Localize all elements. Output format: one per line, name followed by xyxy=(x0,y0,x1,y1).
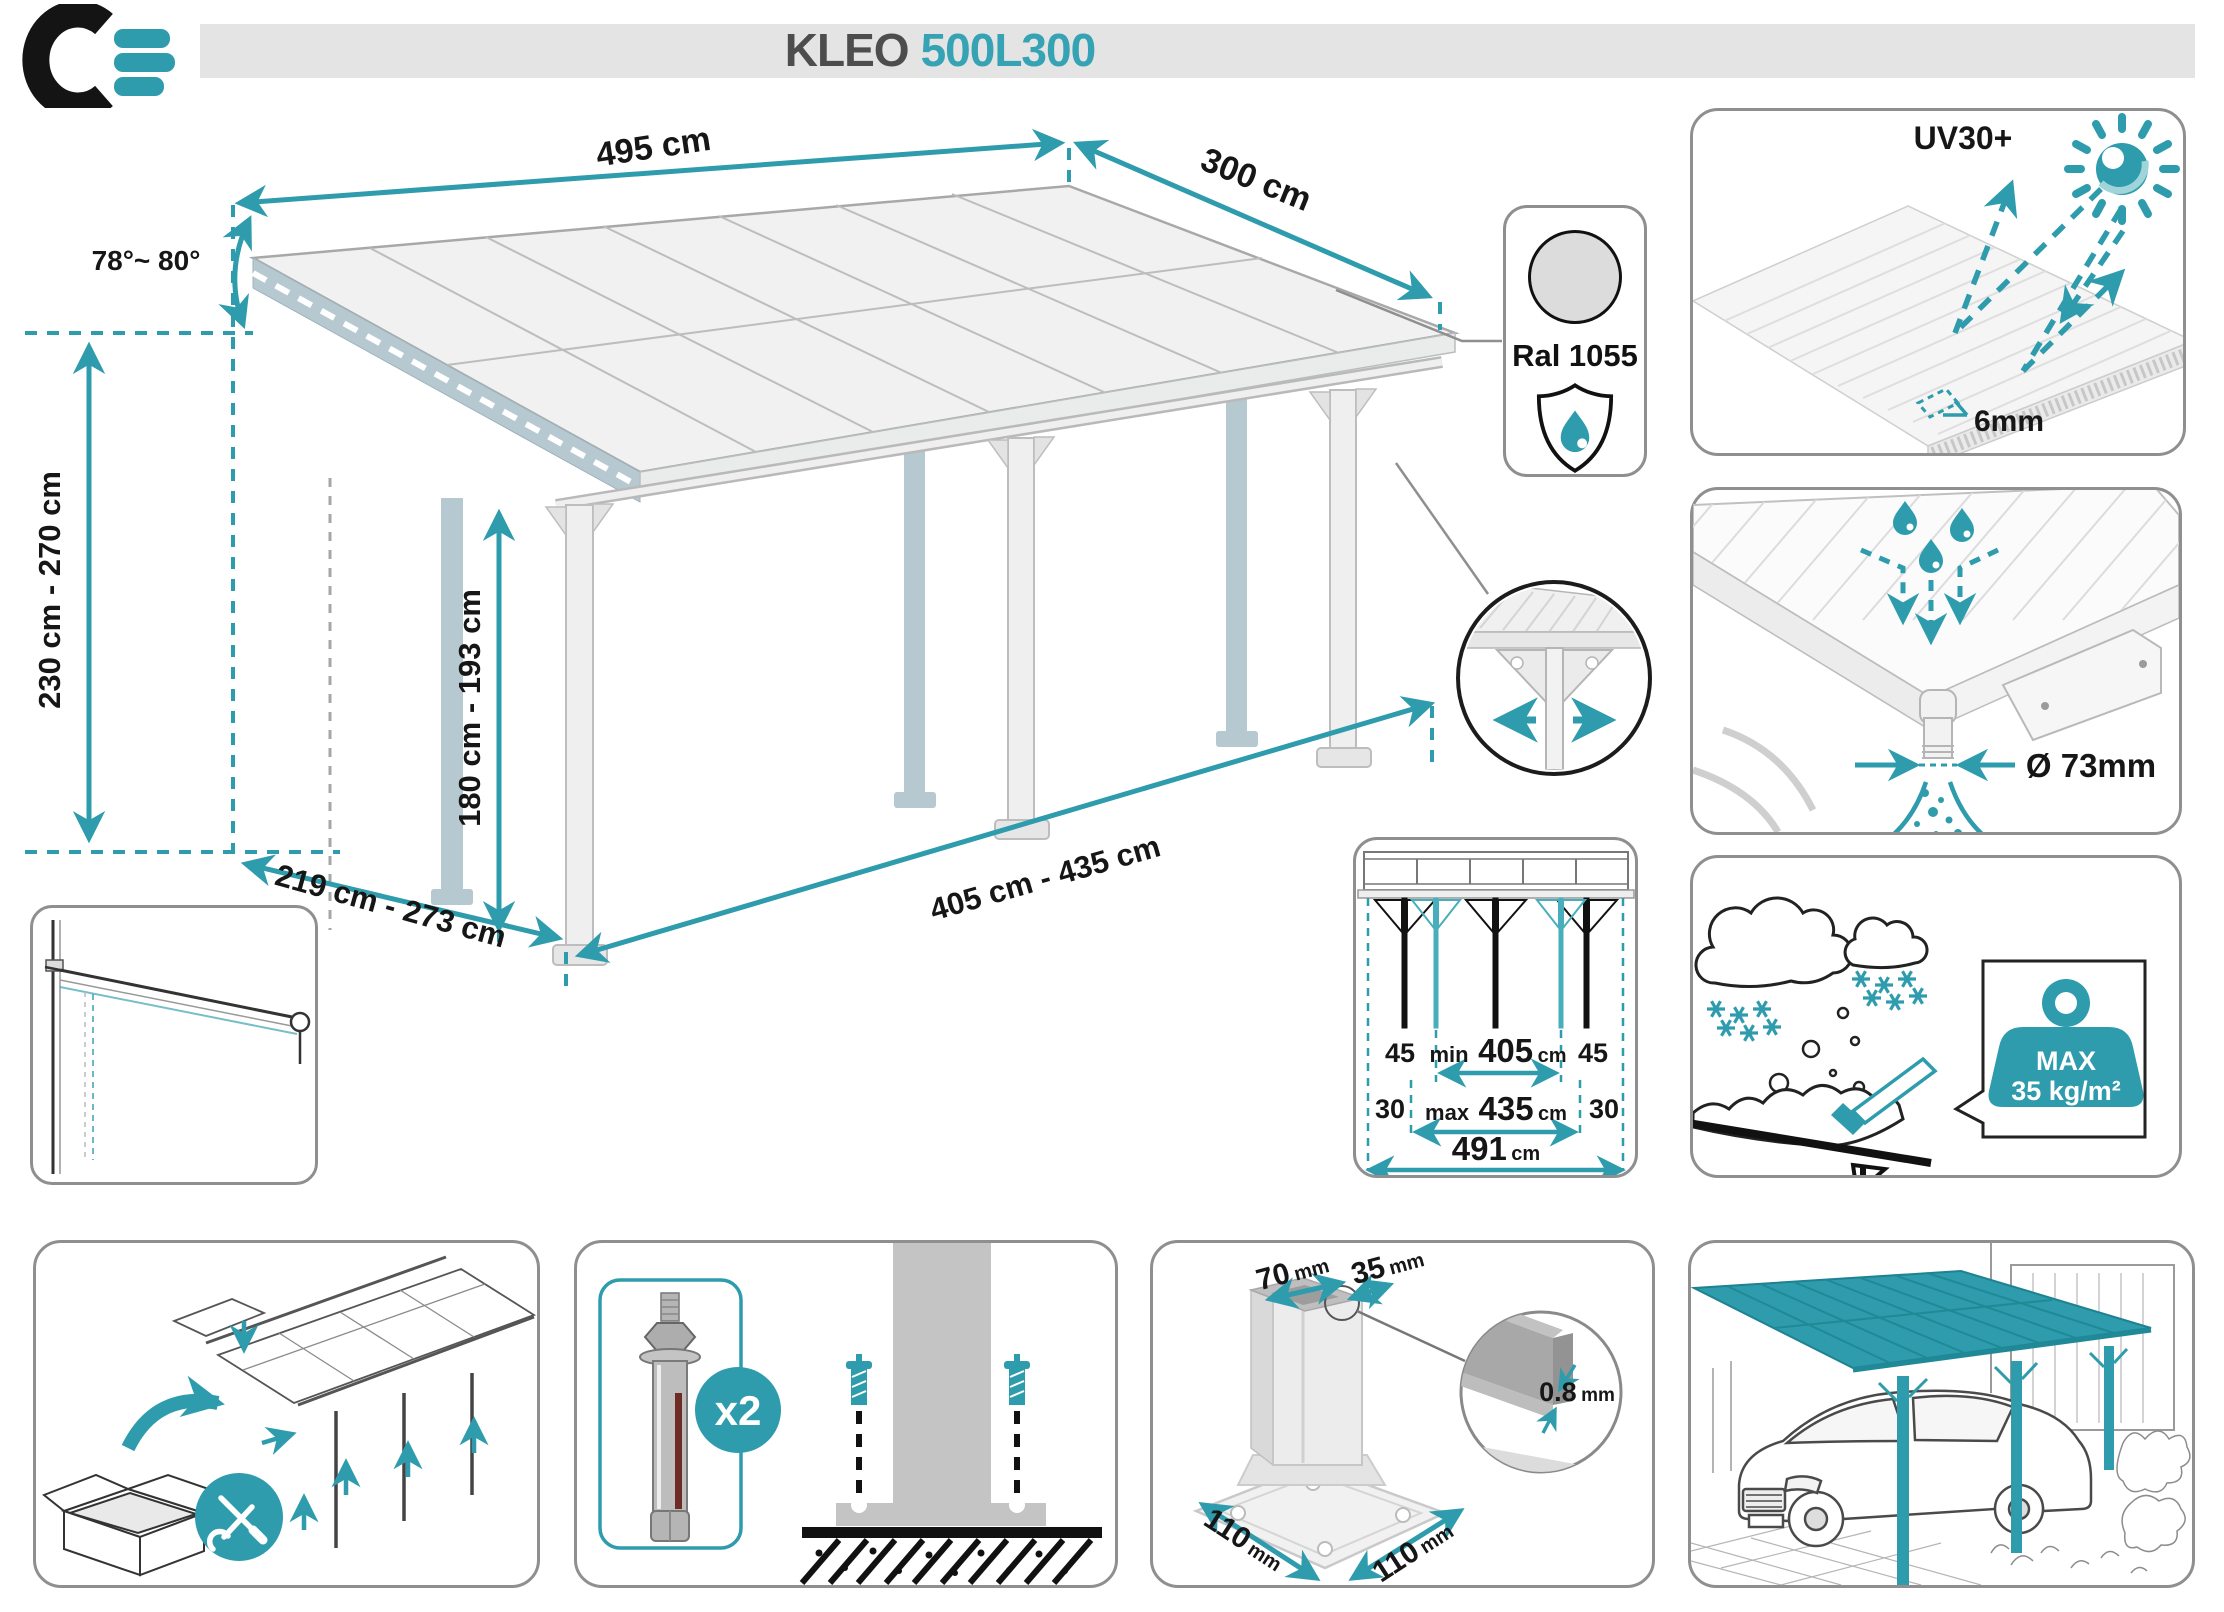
ral-label: Ral 1055 xyxy=(1512,338,1638,373)
quantity-label: x2 xyxy=(715,1387,762,1434)
car-sketch xyxy=(1737,1389,2093,1548)
teal-carport xyxy=(1690,1269,2152,1588)
shield-icon xyxy=(1536,382,1614,473)
installed-view-panel xyxy=(1688,1240,2195,1588)
dim-roof-depth: 300 cm xyxy=(1196,141,1317,219)
title-bar xyxy=(200,24,2195,78)
uv-reflection-arrows xyxy=(1952,179,2126,373)
drain-diameter-label: Ø 73mm xyxy=(2026,747,2156,784)
max-load-callout: MAX 35 kg/m² xyxy=(1953,959,2147,1139)
sun-icon xyxy=(2064,113,2180,225)
water-flow-arrows xyxy=(1860,547,2000,646)
dim-post-height: 180 cm - 193 cm xyxy=(452,589,487,827)
color-swatch xyxy=(1528,230,1622,324)
max-load-value: 35 kg/m² xyxy=(2011,1076,2121,1106)
post-dim-arrows xyxy=(1198,1273,1465,1581)
total-span-label: 491 cm xyxy=(1452,1130,1540,1167)
water-drop-icon xyxy=(1893,501,1974,573)
unpack-arrow xyxy=(121,1375,225,1452)
max-span-label: max 435 cm xyxy=(1425,1090,1567,1127)
max-label: MAX xyxy=(2036,1046,2096,1076)
assembly-arrows xyxy=(229,1321,489,1530)
front-view-posts xyxy=(1372,897,1620,1029)
snow-drawing: MAX 35 kg/m² xyxy=(1687,896,2147,1197)
drain-panel: Ø 73mm xyxy=(1690,483,2182,852)
drain-spout xyxy=(1919,689,1957,759)
min-span-label: min 405 cm xyxy=(1430,1032,1567,1069)
thickness-label: 6mm xyxy=(1974,405,2044,438)
color-panel: Ral 1055 xyxy=(1503,205,1647,477)
wall-thickness-label: 0.8 mm xyxy=(1539,1377,1615,1407)
assembly-drawing xyxy=(42,1255,537,1577)
anchor-bolt-icon xyxy=(639,1292,701,1542)
offset-left: 30 xyxy=(1375,1094,1405,1124)
anchor-screws xyxy=(846,1354,1030,1499)
dimension-arrows xyxy=(72,128,1436,963)
installed-drawing xyxy=(1690,1243,2191,1588)
roof-corner xyxy=(1691,483,2180,834)
spacing-panel: 45 45 min 405 cm 30 30 max 435 cm 491 cm xyxy=(1353,837,1638,1185)
anchor-drawing: x2 xyxy=(598,1243,1102,1585)
front-view-roof xyxy=(1357,851,1635,899)
drain-drawing: Ø 73mm xyxy=(1691,483,2180,852)
dim-rear-height: 230 cm - 270 cm xyxy=(32,471,67,709)
weight-icon: MAX 35 kg/m² xyxy=(1988,979,2144,1107)
dim-roof-angle: 78°~ 80° xyxy=(92,245,201,276)
product-code: 500L300 xyxy=(920,24,1097,76)
concrete-hatch xyxy=(799,1538,1094,1585)
uv-panel: 6mm UV30+ xyxy=(1690,108,2195,468)
post-dimensions-panel: 0.8 mm 70 mm 35 mm 110 mm xyxy=(1150,1240,1655,1589)
ground-pavers xyxy=(1690,1520,1982,1586)
thickness-callout xyxy=(1915,387,1969,419)
post-anchoring-diagram xyxy=(799,1243,1102,1585)
product-name: KLEO xyxy=(784,24,910,76)
broom-icon xyxy=(1831,1056,1938,1135)
spacing-drawing: 45 45 min 405 cm 30 30 max 435 cm 491 cm xyxy=(1357,851,1635,1185)
water-spray xyxy=(1888,781,1988,852)
post-detail-callout xyxy=(1456,580,1652,776)
uv-drawing: 6mm UV30+ xyxy=(1691,113,2195,468)
polycarbonate-sheet xyxy=(1691,205,2195,468)
uv-rating-label: UV30+ xyxy=(1914,120,2013,156)
wall-attachment-drawing xyxy=(44,920,311,1174)
snow-panel: MAX 35 kg/m² xyxy=(1687,855,2182,1197)
quantity-badge: x2 xyxy=(695,1367,781,1453)
alternate-position-posts xyxy=(431,398,1258,905)
callout-connectors xyxy=(1335,288,1502,595)
logo-ce-icon xyxy=(22,4,175,108)
anchor-panel: x2 xyxy=(574,1240,1118,1588)
tools-icon xyxy=(195,1473,283,1561)
spacing-reference-lines xyxy=(1366,898,1625,1170)
edge-left: 45 xyxy=(1385,1038,1415,1068)
magnifier-detail: 0.8 mm xyxy=(1459,1310,1623,1474)
dim-roof-width: 495 cm xyxy=(594,120,714,175)
vegetation xyxy=(1990,1430,2191,1574)
post-drawing: 0.8 mm 70 mm 35 mm 110 mm xyxy=(1192,1249,1623,1589)
cloud-icon xyxy=(1694,896,1929,989)
spacing-arrows xyxy=(1365,1058,1626,1185)
wall-attachment-panel xyxy=(30,905,318,1185)
assembly-panel xyxy=(33,1240,540,1588)
carton-box xyxy=(42,1473,229,1577)
offset-right: 30 xyxy=(1589,1094,1619,1124)
edge-right: 45 xyxy=(1578,1038,1608,1068)
